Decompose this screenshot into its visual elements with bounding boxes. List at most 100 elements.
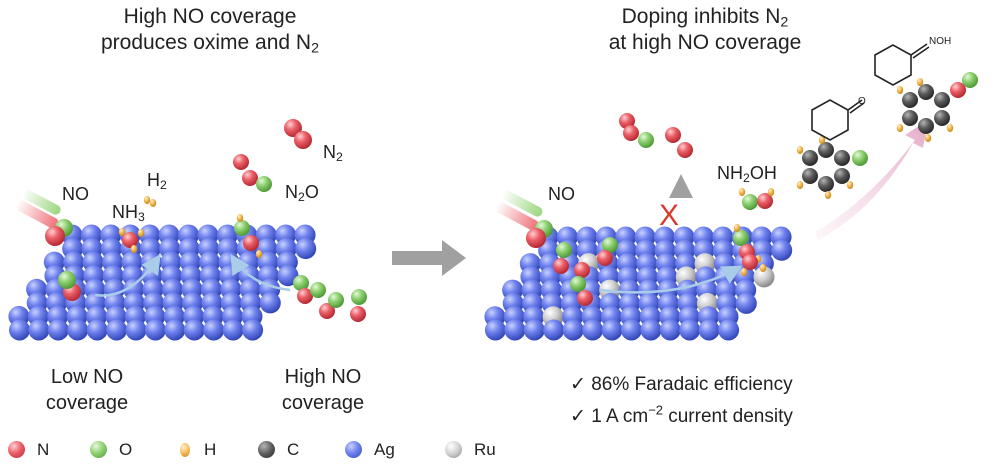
c-atom xyxy=(902,92,918,108)
n-atom xyxy=(294,131,312,149)
h-atom xyxy=(767,188,775,196)
ag-atom xyxy=(67,319,89,341)
c-atom xyxy=(834,168,850,184)
ag-atom xyxy=(86,319,108,341)
h-atom xyxy=(846,181,854,189)
o-atom xyxy=(556,242,572,258)
ag-ru-surface-right xyxy=(484,226,793,341)
ru-atom-swatch xyxy=(445,441,462,458)
h-atom xyxy=(149,199,157,207)
ag-atom xyxy=(164,319,186,341)
ag-atom xyxy=(47,319,69,341)
n-atom xyxy=(757,193,773,209)
ag-atom xyxy=(125,319,147,341)
n-atom xyxy=(319,303,335,319)
ag-atom xyxy=(679,319,701,341)
cyclohexanone-skeletal xyxy=(811,99,865,141)
n-atom xyxy=(284,119,302,137)
o-atom xyxy=(234,220,250,236)
n-atom xyxy=(577,290,593,306)
ag-atom xyxy=(620,319,642,341)
c-atom xyxy=(818,176,834,192)
h-atom xyxy=(738,188,746,196)
c-atom xyxy=(818,142,834,158)
high-coverage-caption: High NO coverage xyxy=(281,366,365,414)
h-atom-swatch xyxy=(180,443,190,457)
nh2oh-label: NH2OH xyxy=(717,163,777,186)
ag-atom xyxy=(504,319,526,341)
h-atom xyxy=(924,134,932,142)
blocked-x-mark: X xyxy=(659,199,679,232)
ag-atom xyxy=(735,292,757,314)
product-arrow xyxy=(815,120,928,240)
legend-item-o: O xyxy=(90,440,132,460)
o-atom xyxy=(742,194,758,210)
ketone-o-label: O xyxy=(858,96,866,107)
h-atom xyxy=(896,86,904,94)
n-atom xyxy=(742,254,758,270)
h-atom xyxy=(796,146,804,154)
h-atom xyxy=(255,250,263,258)
n-atom xyxy=(350,306,366,322)
ag-atom xyxy=(771,239,793,261)
o-atom xyxy=(293,275,309,291)
no-label-right: NO xyxy=(548,184,575,204)
no-label-left: NO xyxy=(62,184,89,204)
o-atom xyxy=(852,150,868,166)
ag-atom xyxy=(640,319,662,341)
o-atom xyxy=(328,292,344,308)
h-atom xyxy=(818,136,826,144)
n-atom xyxy=(665,127,681,143)
o-atom xyxy=(638,132,654,148)
ag-atom xyxy=(582,319,604,341)
ag-atom xyxy=(295,238,317,260)
ag-atom xyxy=(242,319,264,341)
h-atom xyxy=(759,264,767,272)
ag-atom xyxy=(106,319,128,341)
faradaic-efficiency-item: ✓ 86% Faradaic efficiency xyxy=(570,374,793,395)
h-atom xyxy=(137,229,145,237)
h-atom xyxy=(796,181,804,189)
oxime-noh-label: NOH xyxy=(929,36,951,47)
ag-surface-left xyxy=(8,224,317,341)
ag-atom xyxy=(259,292,281,314)
n-atom xyxy=(574,262,590,278)
n2o-label: N2O xyxy=(285,182,319,205)
ag-atom xyxy=(277,265,299,287)
ag-atom xyxy=(523,319,545,341)
n-atom xyxy=(297,288,313,304)
path-arrow-left-2 xyxy=(230,253,291,292)
h-atom xyxy=(946,124,954,132)
low-coverage-caption: Low NO coverage xyxy=(45,366,129,414)
legend: N O H C Ag Ru xyxy=(0,438,1000,463)
cyclohexanone-oxime-skeletal xyxy=(874,43,930,86)
ag-atom xyxy=(601,319,623,341)
c-atom xyxy=(918,84,934,100)
o-atom xyxy=(962,72,978,88)
ag-atom xyxy=(543,319,565,341)
h-atom xyxy=(118,228,126,236)
n-atom xyxy=(243,235,259,251)
ag-atom xyxy=(144,319,166,341)
n-atom xyxy=(553,258,569,274)
ag-atom xyxy=(718,319,740,341)
ag-atom xyxy=(659,319,681,341)
ag-atom xyxy=(28,319,50,341)
ag-atom xyxy=(183,319,205,341)
check-icon: ✓ xyxy=(570,406,586,427)
n-atom xyxy=(950,82,966,98)
ru-atom xyxy=(753,266,775,288)
o-atom xyxy=(570,276,586,292)
right-title: Doping inhibits N2 at high NO coverage xyxy=(608,5,802,54)
path-arrow-left-1 xyxy=(94,253,161,297)
h-atom xyxy=(130,245,138,253)
left-title: High NO coverage produces oxime and N2 xyxy=(100,5,320,57)
n-atom xyxy=(623,125,639,141)
ag-atom xyxy=(203,319,225,341)
h2-label: H2 xyxy=(147,170,167,193)
o-atom xyxy=(256,176,272,192)
c-atom xyxy=(918,118,934,134)
path-arrow-right xyxy=(599,265,743,294)
h-atom xyxy=(896,124,904,132)
